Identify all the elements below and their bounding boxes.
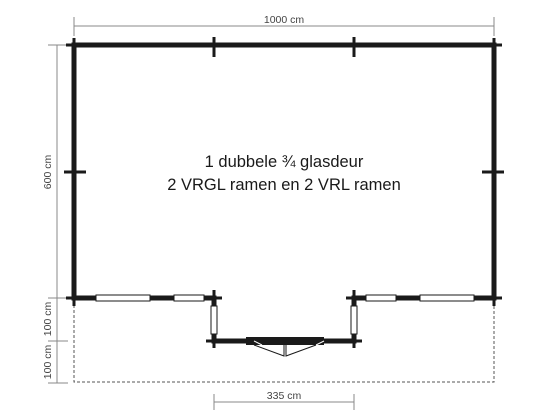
double-glass-door (246, 337, 325, 357)
overhang-outline (73, 300, 495, 383)
dimension-porch-depth-label: 100 cm (42, 302, 54, 337)
dimension-width-total (73, 17, 495, 36)
description-line-1: 1 dubbele ¾ glasdeur (205, 153, 364, 171)
window-front-left-small (173, 294, 205, 302)
window-front-left-large (95, 294, 151, 302)
dimension-porch-width (213, 394, 355, 410)
dimension-overhang-depth-label: 100 cm (42, 345, 54, 380)
window-front-right-large (419, 294, 475, 302)
dimension-depth-total-label: 600 cm (42, 155, 54, 190)
dimension-width-total-label: 1000 cm (264, 14, 305, 26)
dimension-left (48, 44, 68, 384)
wall-joints (64, 37, 504, 348)
dimension-porch-width-label: 335 cm (267, 390, 302, 402)
window-front-right-small (365, 294, 397, 302)
window-porch-left (210, 305, 218, 335)
windows (95, 294, 475, 335)
description-line-2: 2 VRGL ramen en 2 VRL ramen (167, 176, 401, 194)
window-porch-right (350, 305, 358, 335)
